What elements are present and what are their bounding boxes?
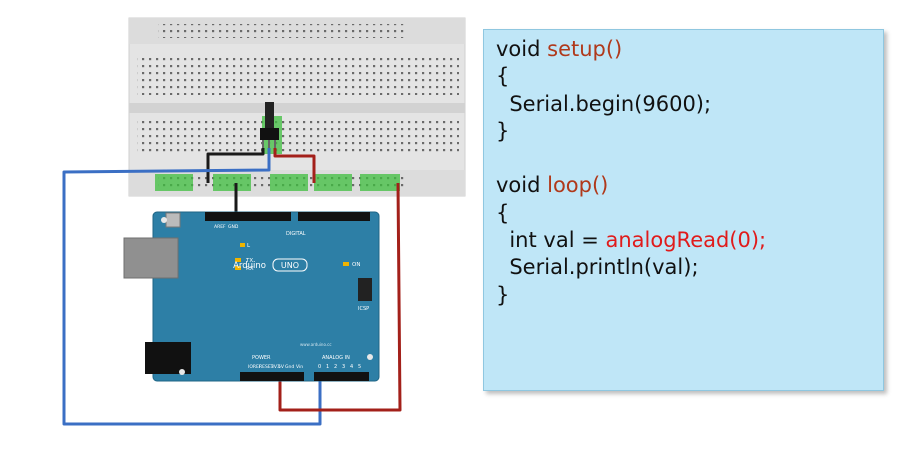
power-jack	[145, 342, 191, 374]
arduino-uno-board: Arduino UNO TX RX L ON ICSP DIGITAL AREF…	[123, 211, 380, 382]
pin-a4: 4	[350, 364, 353, 370]
pin-gnd: Gnd	[285, 364, 294, 370]
code-line-analog-read: int val = analogRead(0);	[496, 227, 883, 254]
black-wire	[206, 148, 265, 183]
code-line-open-brace: {	[496, 64, 510, 89]
model-badge	[272, 258, 308, 272]
call-analog-read: analogRead(0);	[605, 228, 767, 253]
digital-header-left	[205, 212, 291, 221]
usb-port	[123, 237, 179, 279]
analog-pin-labels: 0 1 2 3 4 5	[318, 364, 361, 370]
code-line-serial-begin: Serial.begin(9600);	[496, 91, 712, 116]
function-loop: loop()	[547, 173, 609, 198]
blue-wire-pot	[62, 148, 322, 426]
digital-header-right	[298, 212, 370, 221]
breadboard	[128, 17, 466, 197]
analog-header	[314, 372, 369, 381]
code-line-setup: void setup()	[496, 36, 883, 63]
pin-5v: 5V	[278, 364, 285, 370]
power-header	[240, 372, 304, 381]
wires	[62, 148, 402, 426]
lower-terminal-holes	[137, 118, 459, 156]
pin-reset: RESET	[259, 364, 274, 370]
upper-terminal-holes	[137, 57, 459, 95]
reset-button	[165, 212, 181, 228]
function-setup: setup()	[547, 37, 623, 61]
analog-in-label: ANALOG IN	[322, 355, 350, 361]
red-wire-pot	[273, 148, 316, 183]
tx-label: TX	[245, 258, 253, 264]
declaration-int-val: int val =	[496, 228, 606, 253]
code-line-serial-println: Serial.println(val);	[496, 255, 699, 280]
keyword-void: void	[496, 173, 548, 198]
keyword-void: void	[496, 37, 548, 61]
red-wire-5v	[278, 182, 402, 412]
model-text: UNO	[281, 261, 299, 270]
potentiometer	[260, 102, 279, 148]
code-line-blank	[496, 145, 883, 172]
power-pin-labels: IOREF RESET 3V3 5V Gnd Vin	[248, 364, 303, 370]
brand-text: Arduino	[233, 261, 266, 271]
code-line-close-brace: }	[496, 282, 510, 307]
code-panel: void setup() { Serial.begin(9600); } voi…	[483, 29, 884, 391]
pin-vin: Vin	[296, 364, 303, 370]
pin-a3: 3	[342, 364, 345, 370]
pin-a0: 0	[318, 364, 321, 370]
icsp-header	[358, 278, 372, 301]
pin-a5: 5	[358, 364, 361, 370]
pin-a1: 1	[326, 364, 329, 370]
aref-label: AREF	[214, 224, 226, 230]
website-label: www.arduino.cc	[300, 342, 332, 347]
on-label: ON	[352, 262, 360, 268]
top-rail-holes	[158, 24, 408, 38]
code-line-close-brace: }	[496, 118, 510, 143]
pin-a2: 2	[334, 364, 337, 370]
code-line-open-brace: {	[496, 200, 510, 225]
pin-3v3: 3V3	[271, 364, 280, 370]
gnd-label: GND	[228, 224, 239, 230]
center-channel	[129, 103, 465, 113]
icsp-label: ICSP	[358, 306, 369, 312]
rx-label: RX	[246, 266, 254, 272]
pin-ioref: IOREF	[248, 364, 262, 370]
code-line-loop: void loop()	[496, 172, 883, 199]
l-label: L	[247, 243, 251, 249]
digital-label: DIGITAL	[286, 231, 306, 237]
power-label: POWER	[252, 355, 271, 361]
